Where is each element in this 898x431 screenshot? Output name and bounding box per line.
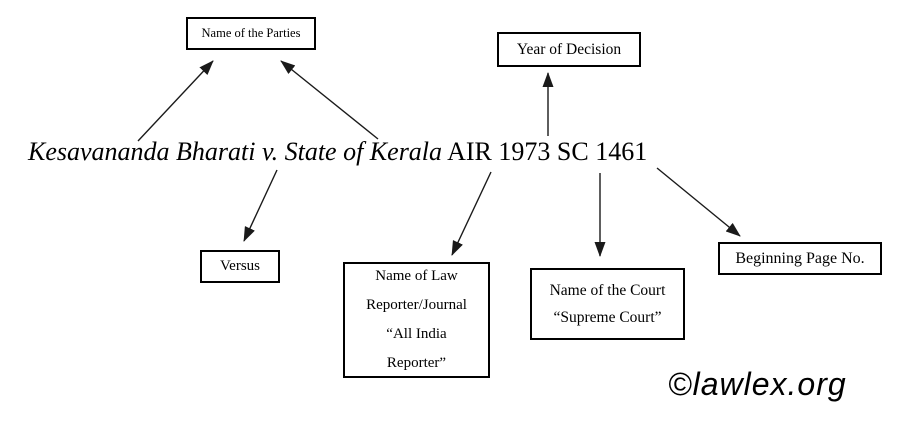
box-year-of-decision: Year of Decision	[497, 32, 641, 67]
box-law-reporter-line-2: Reporter/Journal	[366, 297, 467, 313]
arrow-case-name-to-parties-left	[137, 60, 214, 142]
arrow-air-to-reporter	[451, 171, 492, 256]
box-law-reporter-line-1: Name of Law	[375, 268, 458, 284]
box-law-reporter-line-4: Reporter”	[386, 355, 447, 371]
box-name-of-parties-label: Name of the Parties	[201, 25, 301, 40]
box-beginning-page-no: Beginning Page No.	[718, 242, 882, 275]
box-beginning-page-no-label: Beginning Page No.	[735, 249, 865, 267]
watermark-lawlex: ©lawlex.org	[668, 366, 847, 402]
box-versus-label: Versus	[220, 258, 260, 275]
box-name-of-court-line-1: Name of the Court	[549, 282, 666, 299]
box-name-of-court-line-2: “Supreme Court”	[553, 309, 662, 326]
citation-reference: AIR 1973 SC 1461	[442, 137, 648, 166]
citation-line: Kesavananda Bharati v. State of Kerala A…	[28, 137, 647, 167]
arrow-v-to-versus	[243, 169, 278, 242]
box-name-of-parties: Name of the Parties	[186, 17, 316, 50]
box-year-of-decision-label: Year of Decision	[516, 40, 622, 58]
box-name-of-court: Name of the Court “Supreme Court”	[530, 268, 685, 340]
box-law-reporter-line-3: “All India	[386, 326, 447, 342]
box-law-reporter: Name of Law Reporter/Journal “All India …	[343, 262, 490, 378]
arrow-case-name-to-parties-right	[280, 60, 379, 140]
citation-case-name: Kesavananda Bharati v. State of Kerala	[28, 137, 443, 166]
box-versus: Versus	[200, 250, 280, 283]
arrow-1461-to-page	[656, 167, 741, 237]
